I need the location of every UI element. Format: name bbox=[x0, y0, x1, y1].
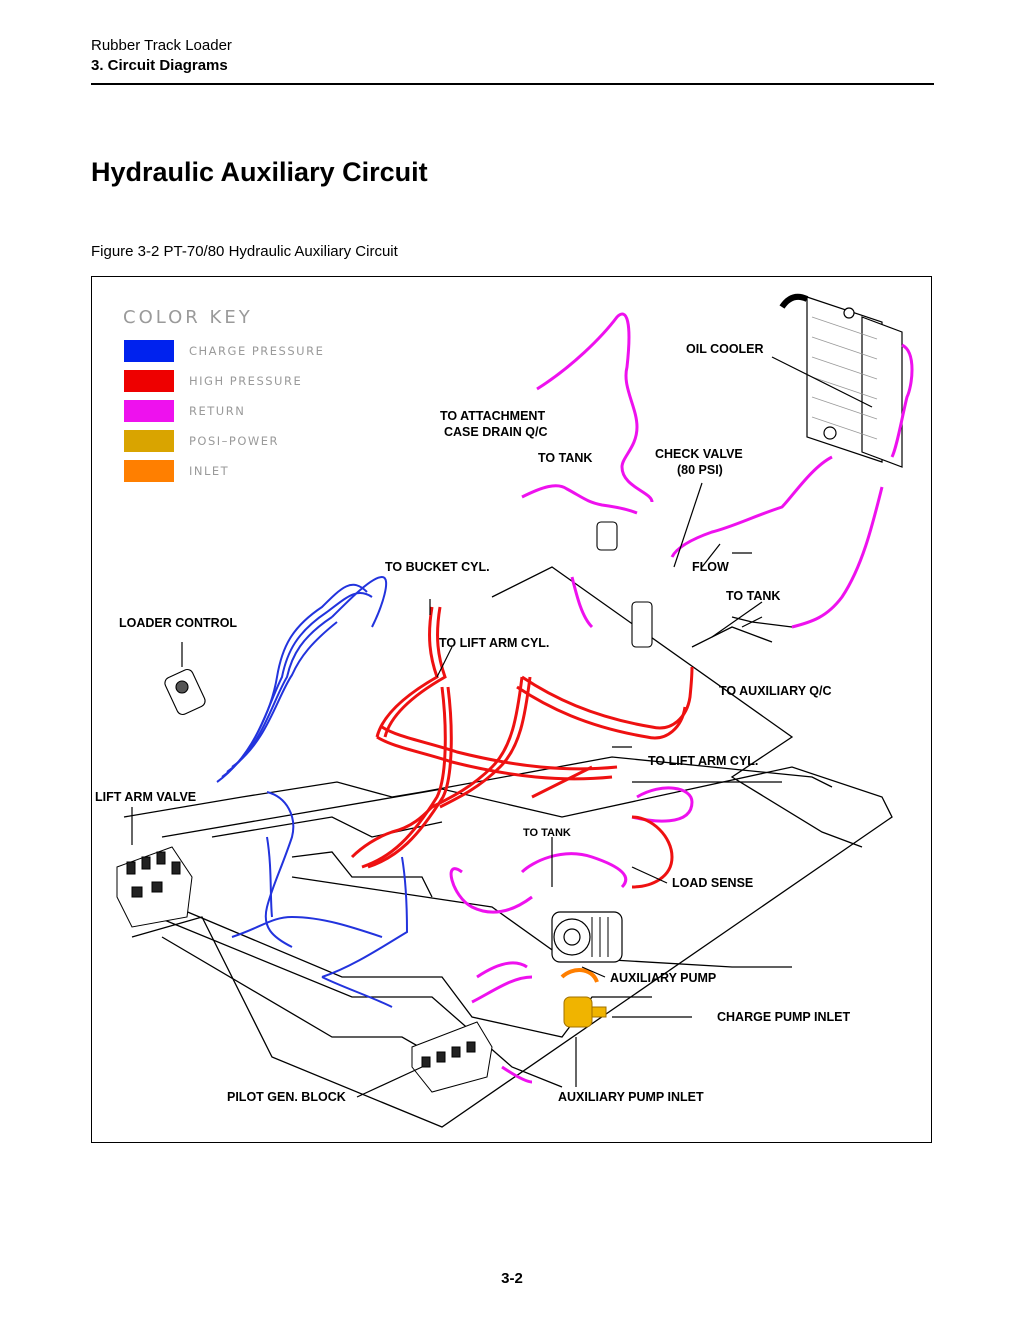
label-lift-arm-valve: LIFT ARM VALVE bbox=[95, 790, 197, 804]
label-auxiliary-pump: AUXILIARY PUMP bbox=[610, 971, 717, 985]
inlet-swatch bbox=[124, 460, 174, 482]
label-to-lift-arm-cyl-top: TO LIFT ARM CYL. bbox=[439, 636, 550, 650]
high-pressure-lines bbox=[350, 606, 694, 889]
posi-power-swatch bbox=[124, 430, 174, 452]
label-check-valve-psi: (80 PSI) bbox=[677, 463, 723, 477]
circuit-diagram: COLOR KEY CHARGE PRESSURE HIGH PRESSURE … bbox=[91, 276, 932, 1143]
label-to-tank-right: TO TANK bbox=[726, 589, 781, 603]
label-to-tank-top: TO TANK bbox=[538, 451, 593, 465]
inlet-fittings bbox=[560, 968, 607, 1028]
chassis-line bbox=[491, 566, 863, 848]
return-swatch bbox=[124, 400, 174, 422]
chassis-line bbox=[151, 896, 652, 1038]
label-pilot-gen-block: PILOT GEN. BLOCK bbox=[227, 1090, 346, 1104]
page-title: Hydraulic Auxiliary Circuit bbox=[91, 157, 428, 187]
label-to-attachment: TO ATTACHMENT bbox=[440, 409, 546, 423]
chassis-line bbox=[211, 816, 443, 838]
key-label: INLET bbox=[189, 464, 230, 478]
oil-cooler-drawing bbox=[779, 293, 903, 468]
chassis-line bbox=[131, 766, 893, 1128]
page-number: 3-2 bbox=[501, 1270, 523, 1287]
chassis-line bbox=[156, 916, 563, 1088]
label-check-valve: CHECK VALVE bbox=[655, 447, 743, 461]
chassis-line bbox=[291, 876, 792, 968]
label-auxiliary-pump-inlet: AUXILIARY PUMP INLET bbox=[558, 1090, 704, 1104]
chassis-line bbox=[291, 851, 433, 898]
high-pressure-swatch bbox=[124, 370, 174, 392]
label-charge-pump-inlet: CHARGE PUMP INLET bbox=[717, 1010, 851, 1024]
key-label: CHARGE PRESSURE bbox=[189, 344, 325, 358]
label-case-drain: CASE DRAIN Q/C bbox=[444, 425, 548, 439]
loader-control-drawing bbox=[164, 668, 206, 716]
filter-canisters bbox=[596, 521, 653, 648]
label-flow: FLOW bbox=[692, 560, 729, 574]
key-label: HIGH PRESSURE bbox=[189, 374, 303, 388]
color-key-title: COLOR KEY bbox=[123, 307, 253, 328]
pilot-gen-block-drawing bbox=[411, 1021, 493, 1093]
header-product: Rubber Track Loader bbox=[91, 37, 232, 54]
auxiliary-pump-drawing bbox=[551, 911, 623, 963]
label-oil-cooler: OIL COOLER bbox=[686, 342, 764, 356]
label-load-sense: LOAD SENSE bbox=[672, 876, 754, 890]
chassis-line bbox=[691, 626, 773, 648]
header-section: 3. Circuit Diagrams bbox=[91, 57, 228, 74]
key-label: RETURN bbox=[189, 404, 246, 418]
leader-lines bbox=[131, 356, 873, 1098]
label-to-bucket-cyl: TO BUCKET CYL. bbox=[385, 560, 490, 574]
charge-pressure-lines bbox=[216, 575, 409, 1008]
header-rule bbox=[91, 83, 934, 85]
label-to-lift-arm-cyl-right: TO LIFT ARM CYL. bbox=[648, 754, 759, 768]
label-loader-control: LOADER CONTROL bbox=[119, 616, 238, 630]
label-to-tank-small: TO TANK bbox=[523, 827, 571, 839]
chassis-line bbox=[731, 616, 793, 628]
figure-caption: Figure 3-2 PT-70/80 Hydraulic Auxiliary … bbox=[91, 243, 398, 260]
diagram-drawing bbox=[116, 293, 914, 1128]
key-label: POSI–POWER bbox=[189, 434, 280, 448]
charge-pressure-swatch bbox=[124, 340, 174, 362]
label-to-auxiliary-qc: TO AUXILIARY Q/C bbox=[719, 684, 832, 698]
lift-arm-valve-drawing bbox=[116, 846, 193, 928]
return-lines bbox=[449, 312, 914, 1084]
